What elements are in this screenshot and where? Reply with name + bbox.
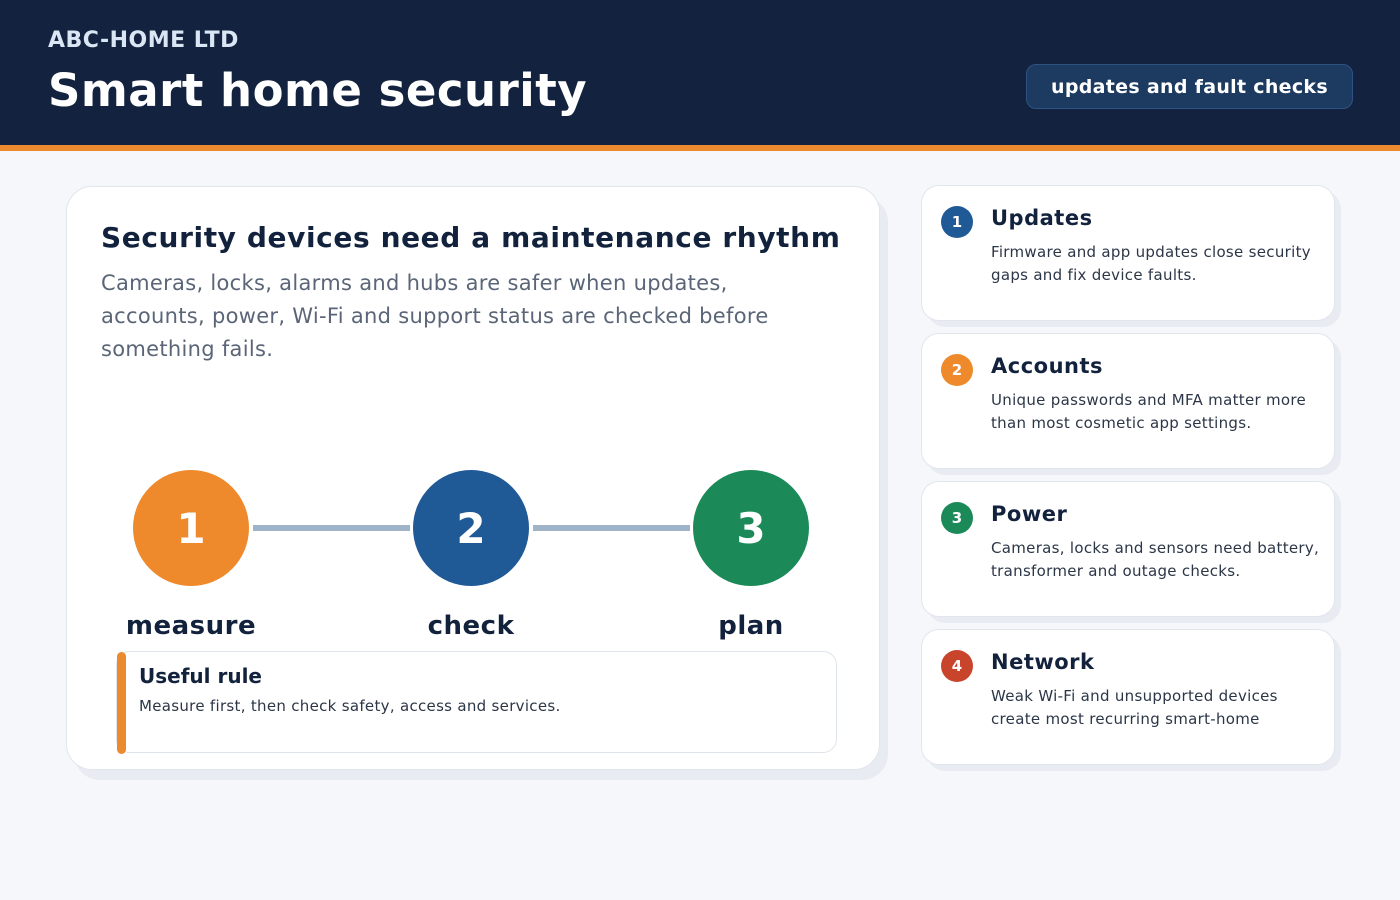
side-card-text: Unique passwords and MFA matter more tha… [991, 391, 1307, 432]
page-title: Smart home security [48, 64, 588, 117]
step-circle-plan: 3 [693, 470, 809, 586]
side-card-title: Network [991, 650, 1095, 674]
main-description: Cameras, locks, alarms and hubs are safe… [101, 271, 769, 361]
side-card-number: 4 [941, 650, 973, 682]
main-card: Security devices need a maintenance rhyt… [66, 186, 880, 770]
step-label-plan: plan [718, 611, 784, 641]
company-name: ABC-HOME LTD [48, 28, 239, 53]
side-card-accounts: 2 Accounts Unique passwords and MFA matt… [921, 333, 1335, 469]
step-circle-measure: 1 [133, 470, 249, 586]
step-circle-check: 2 [413, 470, 529, 586]
side-card-number: 1 [941, 206, 973, 238]
side-card-number: 2 [941, 354, 973, 386]
side-card-title: Updates [991, 206, 1093, 230]
rule-title: Useful rule [139, 664, 262, 688]
step-label-measure: measure [125, 611, 257, 641]
side-card-title: Accounts [991, 354, 1104, 378]
step-connector-2-3 [533, 525, 690, 531]
side-card-power: 3 Power Cameras, locks and sensors need … [921, 481, 1335, 617]
side-card-number: 3 [941, 502, 973, 534]
main-heading: Security devices need a maintenance rhyt… [101, 221, 841, 254]
side-card-updates: 1 Updates Firmware and app updates close… [921, 185, 1335, 321]
side-card-title: Power [991, 502, 1068, 526]
useful-rule-box: Useful rule Measure first, then check sa… [116, 651, 837, 754]
side-card-network: 4 Network Weak Wi-Fi and unsupported dev… [921, 629, 1335, 765]
side-card-text: Firmware and app updates close security … [991, 243, 1311, 284]
step-label-check: check [427, 611, 515, 641]
rule-text: Measure first, then check safety, access… [139, 697, 561, 715]
topic-badge: updates and fault checks [1026, 64, 1353, 109]
side-card-text: Weak Wi-Fi and unsupported devices creat… [991, 687, 1278, 728]
side-card-text: Cameras, locks and sensors need battery,… [991, 539, 1320, 580]
step-connector-1-2 [253, 525, 410, 531]
rule-accent-bar [117, 652, 126, 754]
header-accent-line [0, 145, 1400, 151]
